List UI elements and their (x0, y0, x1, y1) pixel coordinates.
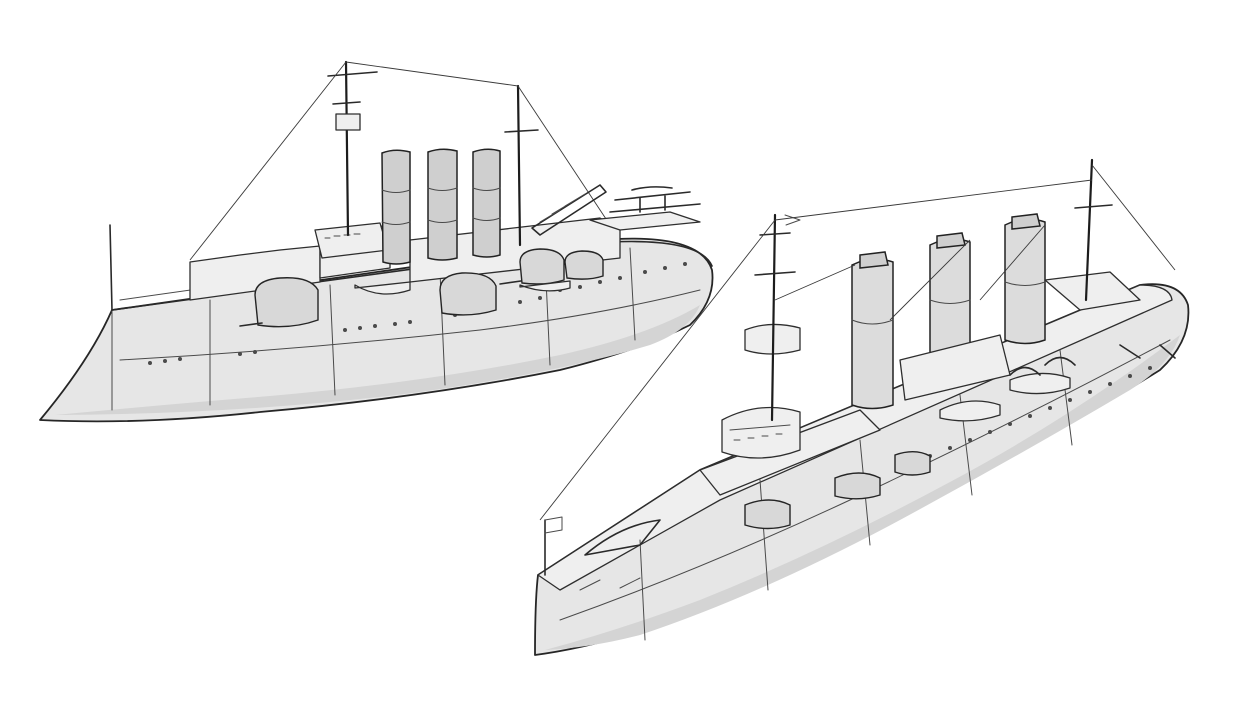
right-ship (534, 158, 1190, 656)
right-ship-funnels (851, 213, 1046, 410)
left-ship-funnels (381, 148, 501, 265)
left-ship-midship-turret (439, 272, 497, 316)
left-ship-forward-turret (254, 277, 319, 328)
left-ship (39, 60, 714, 423)
left-ship-mainmast (516, 84, 522, 247)
right-ship-aft-platform (1044, 271, 1141, 311)
right-ship-bridge (721, 323, 801, 459)
left-ship-seaplane (589, 186, 701, 231)
left-ship-crane (531, 184, 607, 236)
right-ship-mainmast (1084, 158, 1094, 302)
left-ship-hull-shadow (55, 305, 700, 415)
right-ship-flag (544, 516, 563, 534)
right-ship-foremast (770, 213, 777, 422)
left-ship-foremast (344, 60, 350, 237)
